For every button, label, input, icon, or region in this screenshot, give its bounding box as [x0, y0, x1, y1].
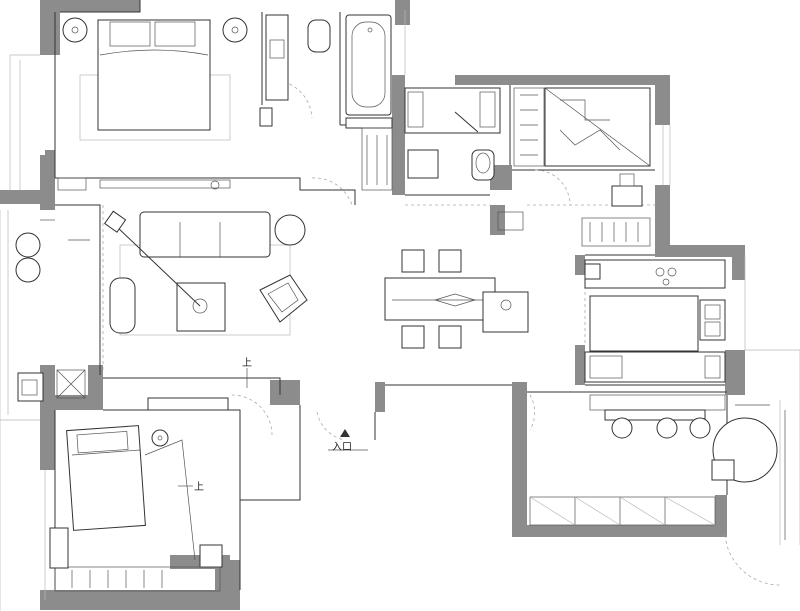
master-bedroom-furniture — [57, 17, 248, 191]
entrance: 入口 上 上 — [178, 357, 368, 493]
entrance-label: 入口 — [332, 442, 352, 453]
right-bedroom-furniture — [497, 87, 651, 247]
kitchen-furniture — [584, 259, 726, 383]
living-room-furniture — [15, 210, 308, 336]
lower-right-furniture — [529, 394, 786, 540]
walls — [0, 0, 745, 610]
step-up-label-bedroom: 上 — [194, 481, 204, 493]
dining-furniture — [384, 249, 529, 349]
step-up-label-living: 上 — [242, 357, 252, 369]
lower-bedroom-furniture — [17, 369, 229, 592]
entrance-arrow-icon — [340, 429, 350, 437]
second-bath — [404, 87, 501, 181]
master-bath — [259, 14, 393, 191]
